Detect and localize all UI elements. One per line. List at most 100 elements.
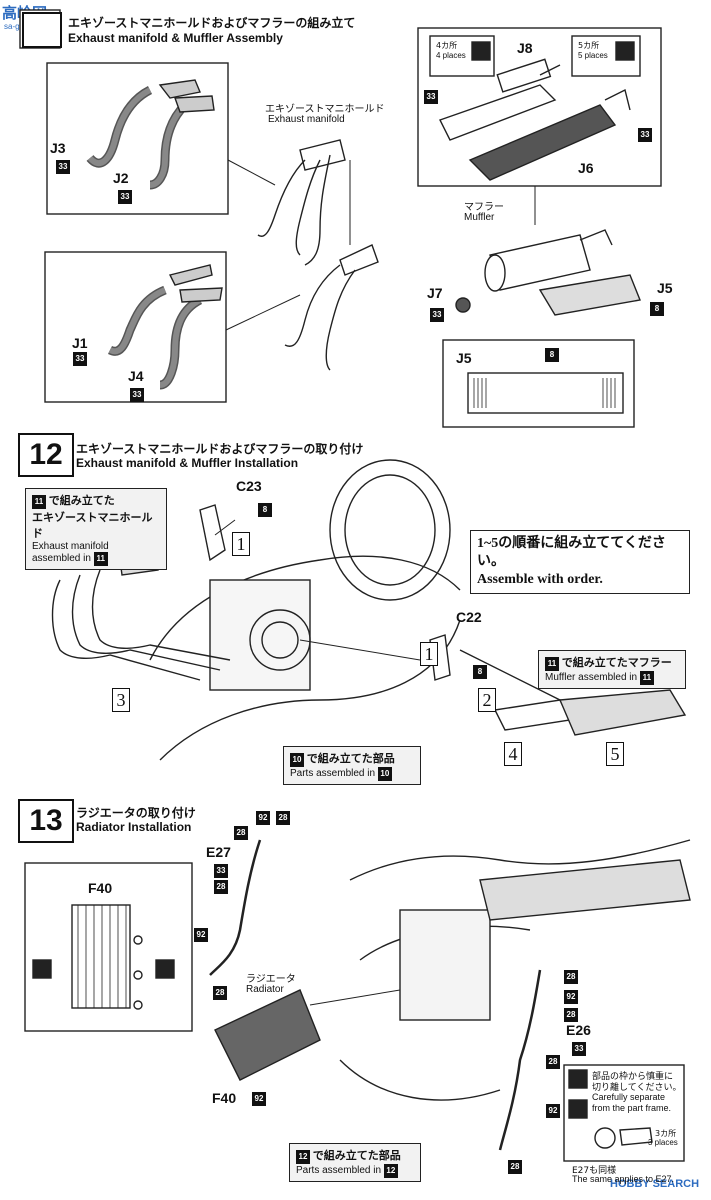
- step13-number: 13: [18, 799, 74, 843]
- part-J8-label: J8: [517, 40, 533, 56]
- color-28-badge: 28: [234, 826, 248, 840]
- muffler-callout-en: Muffler assembled in: [545, 672, 638, 683]
- step13-title-jp: ラジエータの取り付け: [76, 806, 196, 820]
- note-en: Assemble with order.: [477, 572, 603, 587]
- color-8-badge: 8: [650, 302, 664, 316]
- decal-J5-label: J5: [456, 350, 472, 366]
- part-F40-label: F40: [212, 1090, 237, 1106]
- color-28-badge: 28: [276, 811, 290, 825]
- manifold-assembled-callout: 11 で組み立てた エキゾーストマニホールド Exhaust manifold …: [25, 488, 167, 570]
- places3-jp: 3カ所: [655, 1129, 677, 1138]
- part-J3-label: J3: [50, 140, 66, 156]
- watermark-brand: HOBBY SEARCH: [610, 1178, 700, 1190]
- color-28-badge: 28: [564, 1008, 578, 1022]
- muffler-label-jp: マフラー: [464, 202, 504, 213]
- callout-jp2: エキゾーストマニホールド: [32, 511, 153, 540]
- step12-number: 12: [18, 433, 74, 477]
- color-92-badge: 92: [564, 990, 578, 1004]
- part-J2-label: J2: [113, 170, 129, 186]
- color-33-badge: 33: [572, 1042, 586, 1056]
- step11-title-jp: エキゾーストマニホールドおよびマフラーの組み立て: [68, 16, 356, 30]
- step12-title-jp: エキゾーストマニホールドおよびマフラーの取り付け: [76, 442, 364, 456]
- color-33-badge: 33: [118, 190, 132, 204]
- muffler-assembled-callout: 11 で組み立てたマフラー Muffler assembled in 11: [538, 650, 686, 689]
- sequence-1: 1: [232, 532, 250, 556]
- parts-callout-jp: で組み立てた部品: [306, 752, 395, 765]
- color-28-badge: 28: [564, 970, 578, 984]
- places5-jp: 5カ所: [578, 41, 600, 50]
- places4-jp: 4カ所: [436, 41, 458, 50]
- part-J5-label: J5: [657, 280, 673, 296]
- muffler-callout-jp: で組み立てたマフラー: [561, 656, 672, 669]
- part-J7-label: J7: [427, 285, 443, 301]
- caution-jp2: 切り離してください。: [592, 1083, 682, 1093]
- caution-en1: Carefully separate: [592, 1092, 666, 1102]
- manifold-label-en: Exhaust manifold: [268, 114, 345, 125]
- sequence-5: 5: [606, 742, 624, 766]
- sequence-2: 2: [478, 688, 496, 712]
- manifold-label-jp: エキゾーストマニホールド: [265, 104, 385, 115]
- radiator-label-jp: ラジエータ: [246, 974, 296, 985]
- color-33-badge: 33: [638, 128, 652, 142]
- assemble-order-note: 1~5の順番に組み立ててください。 Assemble with order.: [470, 530, 690, 594]
- color-28-badge: 28: [214, 880, 228, 894]
- sequence-1b: 1: [420, 642, 438, 666]
- places5-en: 5 places: [578, 51, 608, 60]
- sequence-4: 4: [504, 742, 522, 766]
- step-ref-badge: 11: [32, 495, 46, 509]
- callout-jp1: で組み立てた: [48, 494, 115, 507]
- step-ref-badge: 11: [639, 671, 654, 685]
- step12-title-en: Exhaust manifold & Muffler Installation: [76, 456, 299, 470]
- color-28-badge: 28: [546, 1055, 560, 1069]
- color-28-badge: 28: [508, 1160, 522, 1174]
- places4-en: 4 places: [436, 51, 466, 60]
- places3-en: 3 places: [648, 1138, 678, 1147]
- step-ref-badge: 11: [545, 657, 559, 671]
- parts12-callout-en: Parts assembled in: [296, 1165, 382, 1176]
- color-33-badge: 33: [56, 160, 70, 174]
- same-applies-en: The same applies to E27.: [572, 1174, 675, 1184]
- same-applies-jp: E27も同様: [572, 1166, 617, 1176]
- color-92-badge: 92: [252, 1092, 266, 1106]
- parts-assembled-10-callout: 10 で組み立てた部品 Parts assembled in 10: [283, 746, 421, 785]
- caution-en2: from the part frame.: [592, 1103, 672, 1113]
- part-J4-label: J4: [128, 368, 144, 384]
- step-ref-badge: 12: [296, 1150, 310, 1164]
- step-ref-badge: 10: [377, 767, 392, 781]
- part-E26-label: E26: [566, 1022, 591, 1038]
- color-28-badge: 28: [213, 986, 227, 1000]
- part-E27-label: E27: [206, 844, 231, 860]
- color-92-badge: 92: [546, 1104, 560, 1118]
- color-8-badge: 8: [258, 503, 272, 517]
- color-8-badge: 8: [473, 665, 487, 679]
- parts-callout-en: Parts assembled in: [290, 768, 376, 779]
- step11-title-en: Exhaust manifold & Muffler Assembly: [68, 31, 283, 45]
- part-J6-label: J6: [578, 160, 594, 176]
- color-33-badge: 33: [430, 308, 444, 322]
- step-ref-badge: 11: [93, 552, 108, 566]
- decal-color-8-badge: 8: [545, 348, 559, 362]
- color-33-badge: 33: [73, 352, 87, 366]
- part-F40-detail-label: F40: [88, 880, 113, 896]
- step11-number-box: [22, 12, 62, 48]
- step-ref-badge: 10: [290, 753, 304, 767]
- callout-en2: assembled in: [32, 553, 91, 564]
- parts12-callout-jp: で組み立てた部品: [312, 1149, 401, 1162]
- color-92-badge: 92: [256, 811, 270, 825]
- part-C22-label: C22: [456, 609, 482, 625]
- color-33-badge: 33: [130, 388, 144, 402]
- part-J1-label: J1: [72, 335, 88, 351]
- step-ref-badge: 12: [383, 1164, 398, 1178]
- muffler-label-en: Muffler: [464, 212, 495, 223]
- sequence-3: 3: [112, 688, 130, 712]
- color-92-badge: 92: [194, 928, 208, 942]
- radiator-label-en: Radiator: [246, 984, 284, 995]
- callout-en1: Exhaust manifold: [32, 541, 109, 552]
- step13-title-en: Radiator Installation: [76, 820, 192, 834]
- parts-assembled-12-callout: 12 で組み立てた部品 Parts assembled in 12: [289, 1143, 421, 1182]
- caution-jp1: 部品の枠から慎重に: [592, 1072, 674, 1082]
- color-33-badge: 33: [424, 90, 438, 104]
- color-33-badge: 33: [214, 864, 228, 878]
- part-C23-label: C23: [236, 478, 262, 494]
